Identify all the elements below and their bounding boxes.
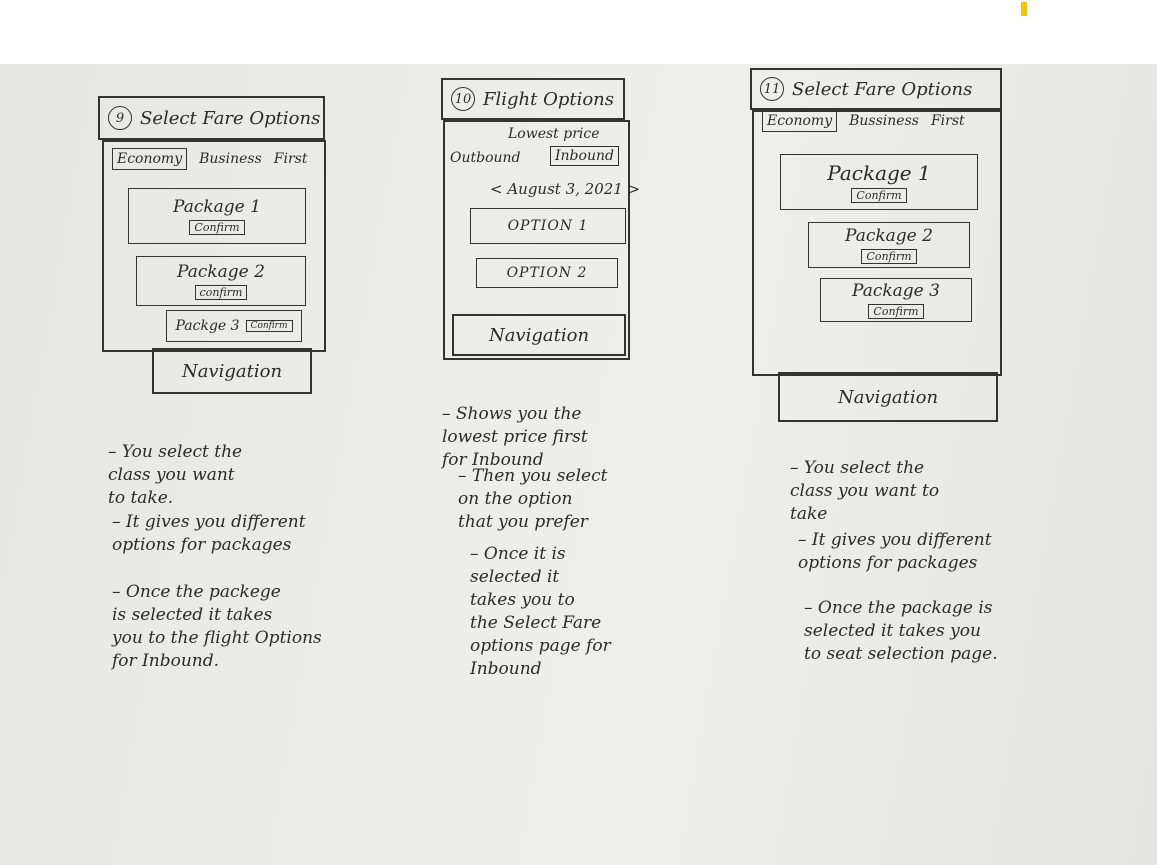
package-2-card[interactable]: Package 2 confirm	[136, 256, 306, 306]
package-2-label: Package 2	[177, 262, 265, 282]
tab-first[interactable]: First	[930, 113, 965, 129]
package-3-label: Packge 3	[175, 318, 240, 334]
screen-11-note-1: – You select the class you want to take	[790, 434, 1050, 526]
screen-10-note-2: – Then you select on the option that you…	[458, 442, 678, 534]
note-text: Shows you the lowest price first for Inb…	[442, 404, 588, 470]
package-1-confirm-button[interactable]: Confirm	[851, 188, 907, 203]
screen-11-title: Select Fare Options	[792, 78, 973, 100]
package-3-confirm-button[interactable]: Confirm	[245, 320, 293, 332]
package-1-label: Package 1	[173, 197, 261, 217]
tab-economy[interactable]: Economy	[112, 148, 188, 170]
screen-11-note-3: – Once the package is selected it takes …	[804, 574, 1104, 666]
tab-business[interactable]: Bussiness	[849, 113, 919, 129]
screen-11-body	[752, 110, 1002, 376]
screen-9-title: Select Fare Options	[140, 107, 321, 129]
screen-11-number: 11	[760, 77, 784, 101]
top-strip	[0, 0, 1157, 64]
screen-9-note-1: – You select the class you want to take.	[108, 418, 368, 510]
screen-10-note-3: – Once it is selected it takes you to th…	[470, 520, 670, 681]
screen-9-title-bar: 9 Select Fare Options	[98, 96, 325, 140]
option-2-card[interactable]: OPTION 2	[476, 258, 618, 288]
note-text: Once the packege is selected it takes yo…	[112, 582, 322, 671]
screen-9-body	[102, 140, 326, 352]
screen-11-title-bar: 11 Select Fare Options	[750, 68, 1002, 110]
package-2-confirm-button[interactable]: Confirm	[861, 249, 917, 264]
screen-10-title-bar: 10 Flight Options	[441, 78, 625, 120]
package-1-card[interactable]: Package 1 Confirm	[780, 154, 978, 210]
note-dash: –	[112, 512, 126, 532]
tab-business[interactable]: Business	[199, 151, 262, 167]
tab-outbound[interactable]: Outbound	[450, 150, 521, 166]
note-text: It gives you different options for packa…	[112, 512, 306, 555]
screen-11-note-2: – It gives you different options for pac…	[798, 506, 1098, 575]
sketch-paper: 9 Select Fare Options Economy Business F…	[0, 64, 1157, 865]
package-3-card[interactable]: Package 3 Confirm	[820, 278, 972, 322]
screen-10-body	[443, 120, 630, 360]
note-text: It gives you different options for packa…	[798, 530, 992, 573]
note-dash: –	[798, 530, 812, 550]
note-dash: –	[470, 544, 484, 564]
option-1-card[interactable]: OPTION 1	[470, 208, 626, 244]
screen-9-number: 9	[108, 106, 132, 130]
screen-9-navigation[interactable]: Navigation	[152, 348, 312, 394]
package-3-label: Package 3	[852, 281, 940, 301]
package-1-label: Package 1	[827, 161, 931, 185]
package-3-card[interactable]: Packge 3 Confirm	[166, 310, 302, 342]
note-text: You select the class you want to take	[790, 458, 940, 524]
package-3-confirm-button[interactable]: Confirm	[868, 304, 924, 319]
note-text: You select the class you want to take.	[108, 442, 243, 508]
screen-11-navigation[interactable]: Navigation	[778, 372, 998, 422]
screen-9-note-3: – Once the packege is selected it takes …	[112, 558, 402, 673]
screen-11-tabs: Economy Bussiness First	[762, 110, 965, 132]
date-navigator[interactable]: < August 3, 2021 >	[490, 180, 641, 198]
note-dash: –	[108, 442, 122, 462]
screen-9-note-2: – It gives you different options for pac…	[112, 488, 372, 557]
note-text: Then you select on the option that you p…	[458, 466, 608, 532]
sort-lowest-price[interactable]: Lowest price	[508, 126, 600, 142]
note-text: Once the package is selected it takes yo…	[804, 598, 998, 664]
screen-10-note-1: – Shows you the lowest price first for I…	[442, 380, 662, 472]
package-2-confirm-button[interactable]: confirm	[194, 285, 248, 300]
screen-9-tabs: Economy Business First	[112, 148, 307, 170]
screen-10-number: 10	[451, 87, 475, 111]
screen-10-title: Flight Options	[483, 88, 615, 110]
note-text: Once it is selected it takes you to the …	[470, 544, 611, 679]
note-dash: –	[112, 582, 126, 602]
tab-first[interactable]: First	[273, 151, 308, 167]
tab-inbound[interactable]: Inbound	[550, 146, 619, 166]
note-dash: –	[458, 466, 472, 486]
tab-economy[interactable]: Economy	[762, 110, 838, 132]
screen-10-navigation[interactable]: Navigation	[452, 314, 626, 356]
package-1-card[interactable]: Package 1 Confirm	[128, 188, 306, 244]
package-2-label: Package 2	[845, 226, 933, 246]
package-2-card[interactable]: Package 2 Confirm	[808, 222, 970, 268]
note-dash: –	[442, 404, 456, 424]
note-dash: –	[804, 598, 818, 618]
note-dash: –	[790, 458, 804, 478]
yellow-mark	[1021, 2, 1027, 16]
package-1-confirm-button[interactable]: Confirm	[189, 220, 245, 235]
